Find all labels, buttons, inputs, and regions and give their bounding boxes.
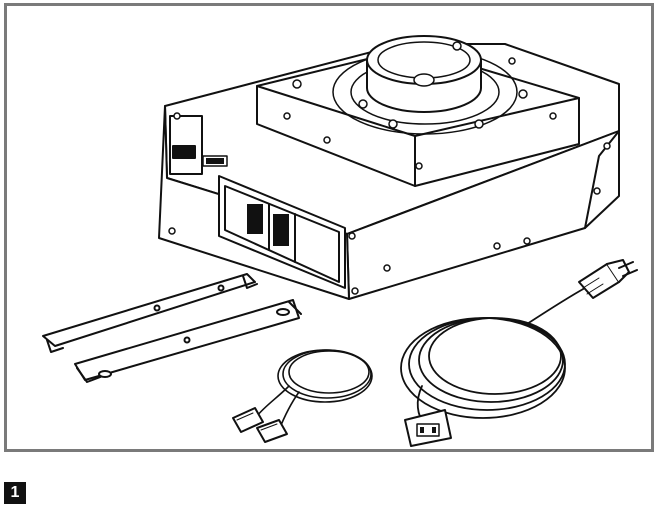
- illustration: [42, 35, 638, 447]
- center-collar: [366, 35, 482, 113]
- mounting-rail: [42, 273, 302, 383]
- schuko-plug: [578, 259, 638, 299]
- network-cable: [232, 349, 373, 443]
- housing-screws: [168, 112, 611, 295]
- rj45-plug-right: [256, 419, 288, 443]
- rail-upper: [42, 273, 256, 347]
- rj45-plug-left: [232, 407, 264, 433]
- figure-number-badge: 1: [4, 482, 26, 504]
- iec-connector: [404, 409, 452, 447]
- figure-frame: [4, 3, 654, 452]
- projector-unit: [158, 35, 620, 300]
- plate-bolts: [283, 41, 557, 170]
- power-cord: [400, 259, 638, 447]
